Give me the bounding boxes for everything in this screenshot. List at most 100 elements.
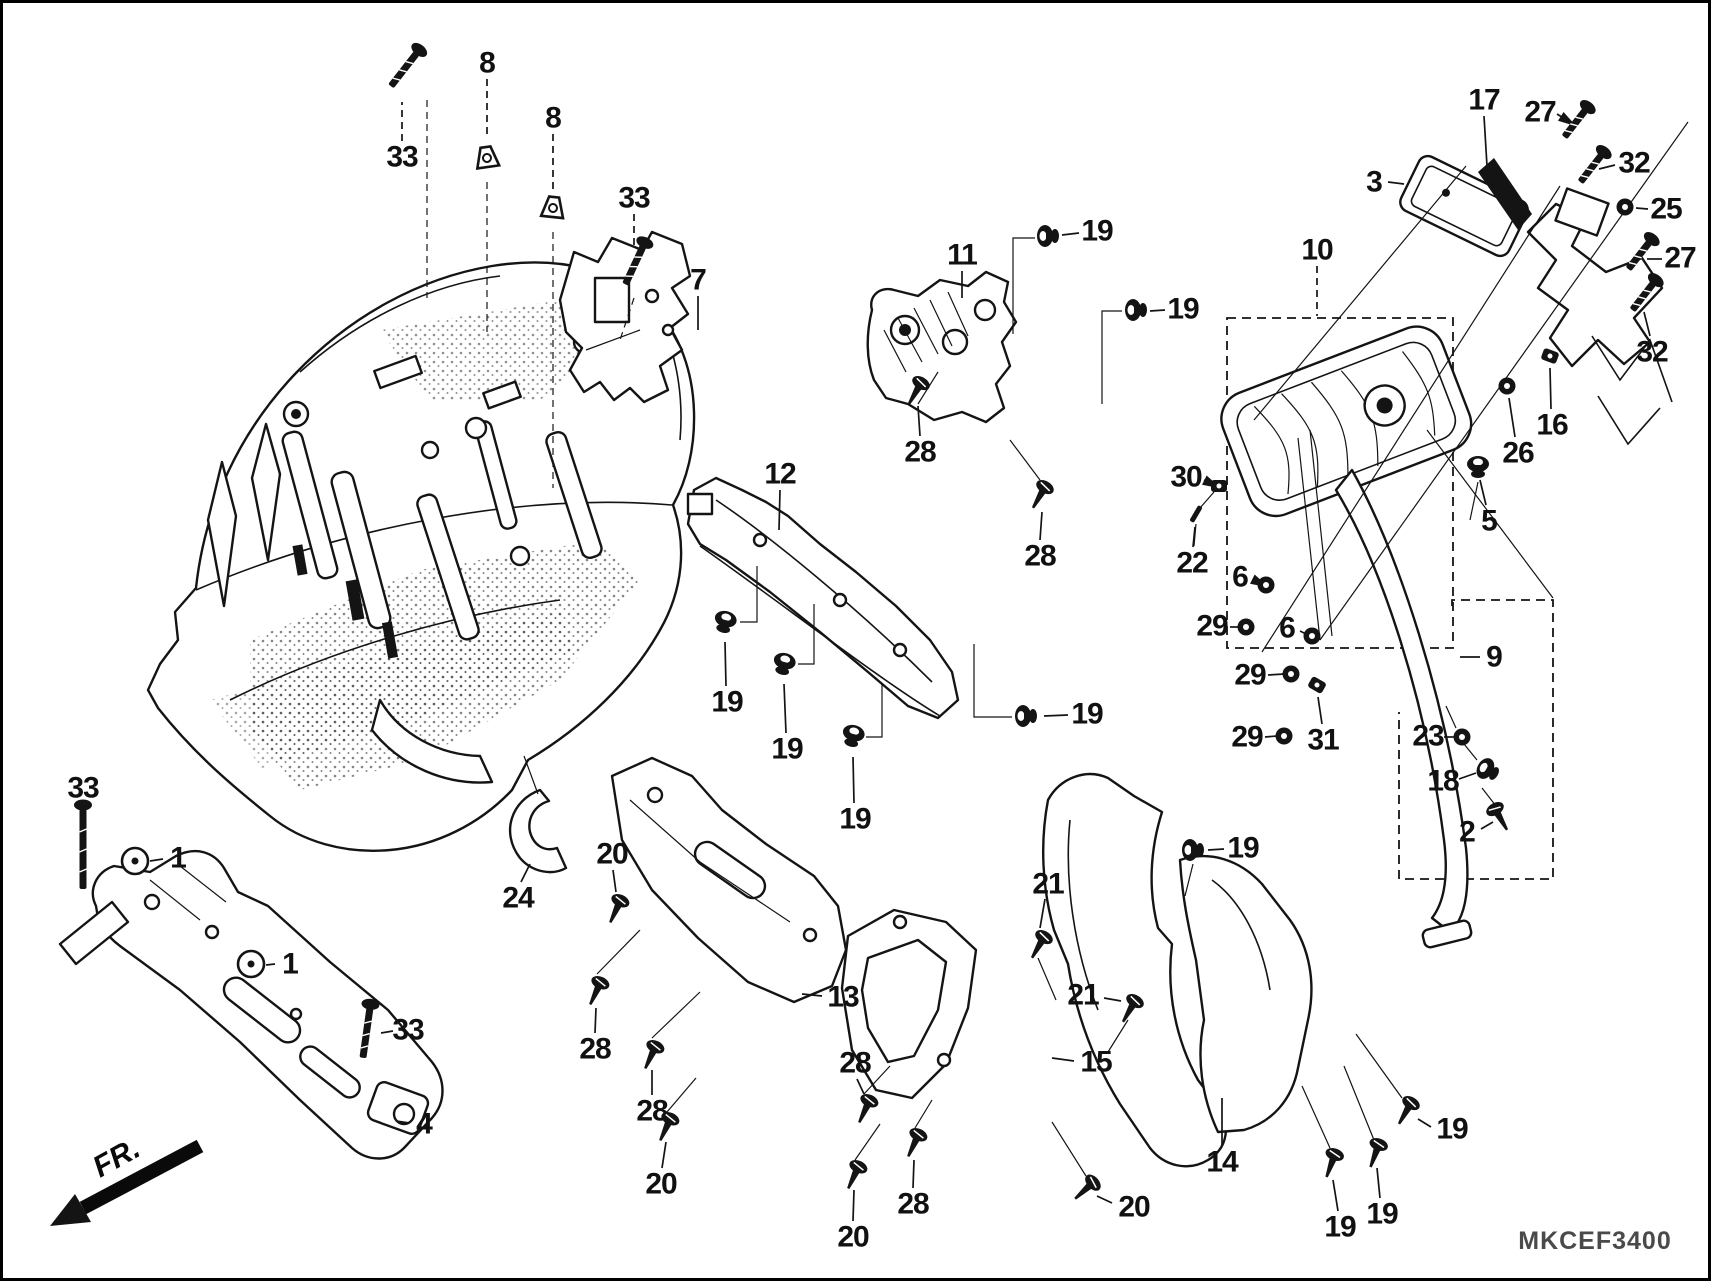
sill-strip-12-drawing [686,476,960,720]
license-plate-3-drawing [1399,154,1529,258]
callout-33: 33 [386,141,418,174]
nut-icon [1237,618,1255,636]
screw-icon [1074,1174,1101,1200]
screw-icon [1030,930,1053,959]
nut-icon [1498,377,1516,395]
collar-24-drawing [509,788,568,874]
grommet-icon [773,652,796,676]
clip-icon [1211,480,1227,492]
grommet-icon [1125,299,1147,321]
callout-29: 29 [1196,610,1228,643]
bolt-icon [74,799,92,889]
washer-icon [236,949,266,979]
callout-1: 1 [282,948,298,981]
callout-5: 5 [1481,505,1497,538]
callout-4: 4 [416,1108,433,1141]
callout-8: 8 [479,47,495,80]
callout-28: 28 [839,1047,871,1080]
callout-12: 12 [764,458,796,491]
bracket-13-drawing [610,756,848,1004]
callout-11: 11 [947,239,977,272]
callout-19: 19 [1167,293,1199,326]
callout-20: 20 [1118,1191,1150,1224]
clip-icon [1541,348,1559,364]
bolt-icon [1626,232,1660,271]
callout-19: 19 [839,803,871,836]
fender-plate-7-drawing [558,230,692,404]
callout-27: 27 [1664,242,1696,275]
fr-direction-arrow: FR. [50,1132,204,1226]
callout-30: 30 [1170,461,1202,494]
callout-8: 8 [545,102,561,135]
screw-icon [659,1111,680,1142]
washer-icon [120,846,150,876]
grommet-icon [714,610,737,634]
bolt-icon [1562,100,1596,139]
callout-29: 29 [1231,721,1263,754]
bracket-9-drawing [1334,468,1473,949]
callout-20: 20 [837,1221,869,1254]
screw-icon [1031,480,1054,509]
screw-icon [1325,1147,1344,1178]
callout-20: 20 [645,1168,677,1201]
screw-icon [847,1159,868,1190]
screw-icon [907,376,930,405]
callout-23: 23 [1412,720,1444,753]
callout-25: 25 [1650,193,1682,226]
taillight-10-drawing [1220,325,1473,641]
callout-7: 7 [690,264,706,297]
bolt-icon [359,998,380,1059]
nut-icon [1282,665,1300,683]
nut-icon [1257,576,1275,594]
grommet-icon [1476,758,1499,780]
subframe-4-drawing [58,849,444,1160]
diagram-code: MKCEF3400 [1518,1227,1672,1255]
callout-18: 18 [1427,765,1459,798]
bolt-icon [622,236,654,286]
screw-icon [1121,994,1144,1023]
callout-32: 32 [1636,336,1668,369]
callout-19: 19 [1366,1198,1398,1231]
callout-10: 10 [1301,234,1333,267]
bracket-11-drawing [866,270,1018,424]
callout-21: 21 [1067,979,1099,1012]
rear-fender-drawing [146,261,696,852]
callout-14: 14 [1206,1146,1239,1179]
clip-icon [1308,676,1326,694]
hinge-bracket-17-drawing [1478,158,1673,446]
callout-28: 28 [579,1033,611,1066]
bolt-icon [388,42,428,88]
callout-19: 19 [771,733,803,766]
callout-19: 19 [1436,1113,1468,1146]
nut-icon [1275,727,1293,745]
pin-icon [1190,505,1202,523]
callout-15: 15 [1080,1046,1112,1079]
callout-31: 31 [1307,724,1339,757]
grommet-icon [1182,839,1204,861]
bolt-icon [1578,145,1612,184]
grommet-icon [1467,456,1489,478]
bracket-15-drawing [840,908,978,1100]
callout-3: 3 [1366,166,1382,199]
callout-17: 17 [1468,84,1500,117]
callout-16: 16 [1536,409,1568,442]
callout-9: 9 [1486,641,1502,674]
bolt-icon [1630,273,1664,312]
callout-21: 21 [1032,868,1064,901]
tclip-icon [539,195,565,220]
grommet-icon [1037,225,1059,247]
callout-19: 19 [1227,832,1259,865]
callout-28: 28 [904,436,936,469]
callout-2: 2 [1459,816,1475,849]
callout-22: 22 [1176,547,1208,580]
callout-19: 19 [1324,1211,1356,1244]
screw-icon [1486,802,1509,831]
screw-icon [858,1093,879,1124]
screw-icon [1369,1137,1388,1168]
callout-19: 19 [1081,215,1113,248]
callout-33: 33 [67,772,99,805]
callout-26: 26 [1502,437,1534,470]
annotation-layer: 3388337111919282812191919192113282820202… [67,42,1697,1254]
